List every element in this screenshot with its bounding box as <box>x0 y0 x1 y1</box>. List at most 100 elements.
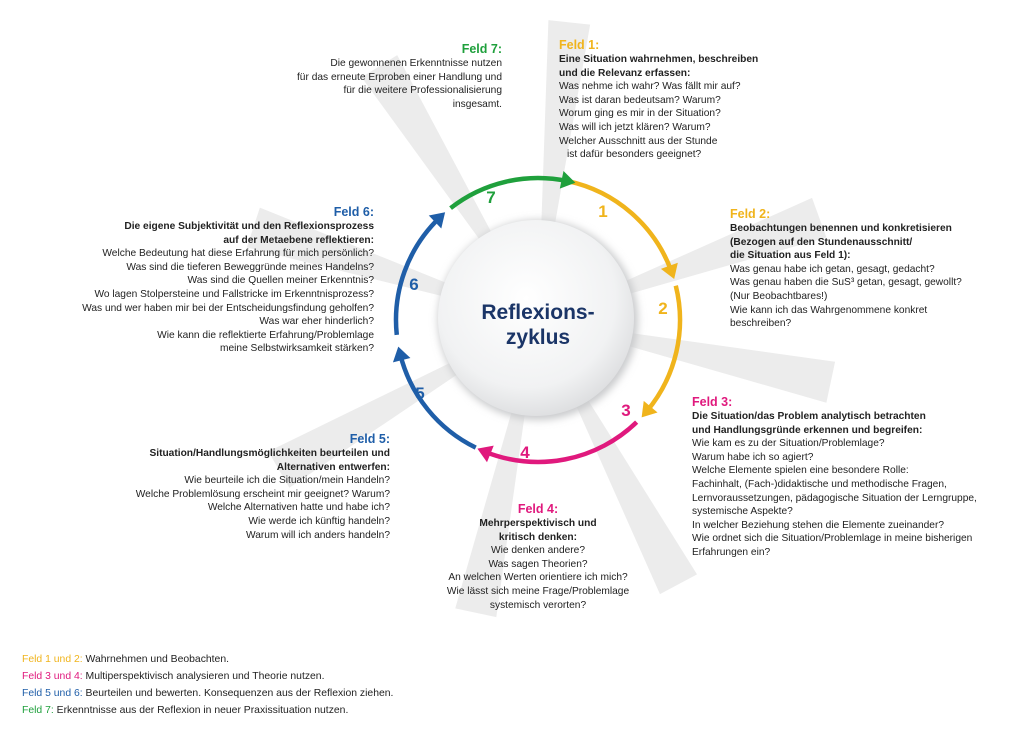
legend-key: Feld 3 und 4: <box>22 671 83 682</box>
feld-5-block: Feld 5: Situation/Handlungsmöglichkeiten… <box>100 432 390 542</box>
feld-7-question: insgesamt. <box>452 98 502 110</box>
feld-1-block: Feld 1: Eine Situation wahrnehmen, besch… <box>559 38 809 162</box>
feld-2-question: beschreiben? <box>730 318 792 330</box>
feld-4-subtitle: kritisch denken: <box>498 531 578 543</box>
feld-1-question: Worum ging es mir in der Situation? <box>559 108 721 120</box>
feld-2-title: Feld 2: <box>730 207 771 221</box>
feld-2-subtitle: Beobachtungen benennen und konkretisiere… <box>730 223 952 234</box>
cycle-arrow-1 <box>567 178 674 273</box>
feld-3-question: Lernvoraussetzungen, pädagogische Situat… <box>692 492 977 504</box>
feld-3-question: Fachinhalt, (Fach-)didaktische und metho… <box>692 478 947 490</box>
legend-item: Feld 7: Erkenntnisse aus der Reflexion i… <box>22 702 393 719</box>
feld-3-block: Feld 3: Die Situation/das Problem analyt… <box>692 395 1012 560</box>
feld-1-question: Was will ich jetzt klären? Warum? <box>559 121 711 133</box>
feld-7-block: Feld 7: Die gewonnenen Erkenntnisse nutz… <box>262 42 502 111</box>
feld-4-question: Wie lässt sich meine Frage/Problemlage <box>446 585 630 597</box>
step-numbers: 1 2 3 4 5 6 7 <box>409 188 667 462</box>
step-number-4: 4 <box>520 443 530 462</box>
feld-7-question: für das erneute Erproben einer Handlung … <box>296 71 502 83</box>
feld-4-question: Wie denken andere? <box>490 545 585 557</box>
center-circle <box>438 220 634 416</box>
cycle-arrow-2 <box>645 285 683 413</box>
feld-5-question: Wie beurteile ich die Situation/mein Han… <box>184 475 390 487</box>
cycle-arrow-6 <box>449 175 568 210</box>
feld-1-title: Feld 1: <box>559 38 600 52</box>
feld-6-subtitle: auf der Metaebene reflektieren: <box>223 234 374 246</box>
cycle-arrow-5 <box>393 216 441 336</box>
feld-4-block: Feld 4: Mehrperspektivisch und kritisch … <box>418 502 658 612</box>
feld-4-question: systemisch verorten? <box>489 599 587 611</box>
feld-4-question: Was sagen Theorien? <box>488 558 588 570</box>
feld-2-question: Was genau habe ich getan, gesagt, gedach… <box>730 263 935 275</box>
feld-1-question: Was ist daran bedeutsam? Warum? <box>559 94 721 106</box>
center-title-line-1: Reflexions- <box>481 301 594 324</box>
feld-4-title: Feld 4: <box>517 502 559 516</box>
step-number-7: 7 <box>486 188 495 207</box>
legend-text: Wahrnehmen und Beobachten. <box>85 654 229 665</box>
cycle-arrow-4 <box>398 353 477 450</box>
feld-6-question: Was sind die tieferen Beweggründe meines… <box>126 261 374 273</box>
step-number-3: 3 <box>621 401 630 420</box>
feld-6-question: Welche Bedeutung hat diese Erfahrung für… <box>102 248 374 260</box>
feld-2-block: Feld 2: Beobachtungen benennen und konkr… <box>730 207 1015 331</box>
arrowhead-4 <box>392 346 411 363</box>
legend-text: Multiperspektivisch analysieren und Theo… <box>85 671 325 682</box>
feld-5-subtitle: Alternativen entwerfen: <box>276 461 390 473</box>
arrowhead-1 <box>660 262 678 279</box>
feld-5-subtitle: Situation/Handlungsmöglichkeiten beurtei… <box>149 448 390 459</box>
step-number-1: 1 <box>598 202 607 221</box>
feld-3-title: Feld 3: <box>692 395 733 409</box>
legend-key: Feld 1 und 2: <box>22 654 83 665</box>
center-title-line-2: zyklus <box>506 326 570 349</box>
legend-text: Beurteilen und bewerten. Konsequenzen au… <box>85 688 394 699</box>
feld-2-subtitle: die Situation aus Feld 1): <box>730 250 851 262</box>
feld-6-question: Was sind die Quellen meiner Erkenntnis? <box>187 275 374 287</box>
step-number-6: 6 <box>409 275 418 294</box>
step-number-5: 5 <box>415 384 424 403</box>
feld-1-subtitle: Eine Situation wahrnehmen, beschreiben <box>559 54 759 65</box>
feld-7-question: Die gewonnenen Erkenntnisse nutzen <box>330 58 502 69</box>
feld-1-question: Was nehme ich wahr? Was fällt mir auf? <box>559 81 741 93</box>
arrowhead-5 <box>428 212 446 229</box>
feld-5-question: Welche Alternativen hatte und habe ich? <box>207 502 390 514</box>
feld-2-subtitle: (Bezogen auf den Stundenausschnitt/ <box>730 236 913 248</box>
legend-item: Feld 3 und 4: Multiperspektivisch analys… <box>22 668 393 685</box>
feld-5-question: Warum will ich anders handeln? <box>245 529 390 541</box>
feld-7-question: für die weitere Professionalisierung <box>343 85 502 97</box>
arrowhead-6 <box>559 171 576 189</box>
step-number-2: 2 <box>658 299 667 318</box>
legend-key: Feld 5 und 6: <box>22 688 83 699</box>
feld-2-question: Wie kann ich das Wahrgenommene konkret <box>730 304 928 316</box>
feld-4-question: An welchen Werten orientiere ich mich? <box>448 572 628 584</box>
feld-5-title: Feld 5: <box>349 432 390 446</box>
feld-2-question: (Nur Beobachtbares!) <box>730 290 828 302</box>
feld-6-question: Wo lagen Stolpersteine und Fallstricke i… <box>94 288 374 300</box>
arrowhead-3 <box>477 445 494 463</box>
legend-item: Feld 1 und 2: Wahrnehmen und Beobachten. <box>22 651 393 668</box>
feld-6-question: Wie kann die reflektierte Erfahrung/Prob… <box>157 329 374 341</box>
feld-3-subtitle: Die Situation/das Problem analytisch bet… <box>692 411 926 422</box>
legend-key: Feld 7: <box>22 705 54 716</box>
feld-3-question: Wie ordnet sich die Situation/Problemlag… <box>692 533 973 545</box>
legend: Feld 1 und 2: Wahrnehmen und Beobachten.… <box>22 651 393 719</box>
feld-1-question: ist dafür besonders geeignet? <box>567 149 702 161</box>
feld-4-subtitle: Mehrperspektivisch und <box>479 518 597 529</box>
feld-3-question: systemische Aspekte? <box>692 506 793 518</box>
feld-3-question: Welche Elemente spielen eine besondere R… <box>692 465 909 477</box>
feld-3-subtitle: und Handlungsgründe erkennen und begreif… <box>692 424 923 436</box>
feld-6-question: Was und wer haben mir bei der Entscheidu… <box>82 302 374 314</box>
feld-3-question: Warum habe ich so agiert? <box>692 451 814 463</box>
feld-6-subtitle: Die eigene Subjektivität und den Reflexi… <box>124 221 374 232</box>
legend-text: Erkenntnisse aus der Reflexion in neuer … <box>56 705 349 716</box>
feld-6-question: meine Selbstwirksamkeit stärken? <box>219 343 374 355</box>
feld-1-subtitle: und die Relevanz erfassen: <box>559 67 691 79</box>
feld-7-title: Feld 7: <box>461 42 502 56</box>
feld-6-question: Was war eher hinderlich? <box>259 316 374 328</box>
cycle-arrow-3 <box>483 420 639 465</box>
feld-6-block: Feld 6: Die eigene Subjektivität und den… <box>28 205 374 356</box>
feld-5-question: Welche Problemlösung erscheint mir geeig… <box>135 488 390 500</box>
feld-6-title: Feld 6: <box>333 205 374 219</box>
legend-item: Feld 5 und 6: Beurteilen und bewerten. K… <box>22 685 393 702</box>
feld-3-question: In welcher Beziehung stehen die Elemente… <box>692 519 945 531</box>
